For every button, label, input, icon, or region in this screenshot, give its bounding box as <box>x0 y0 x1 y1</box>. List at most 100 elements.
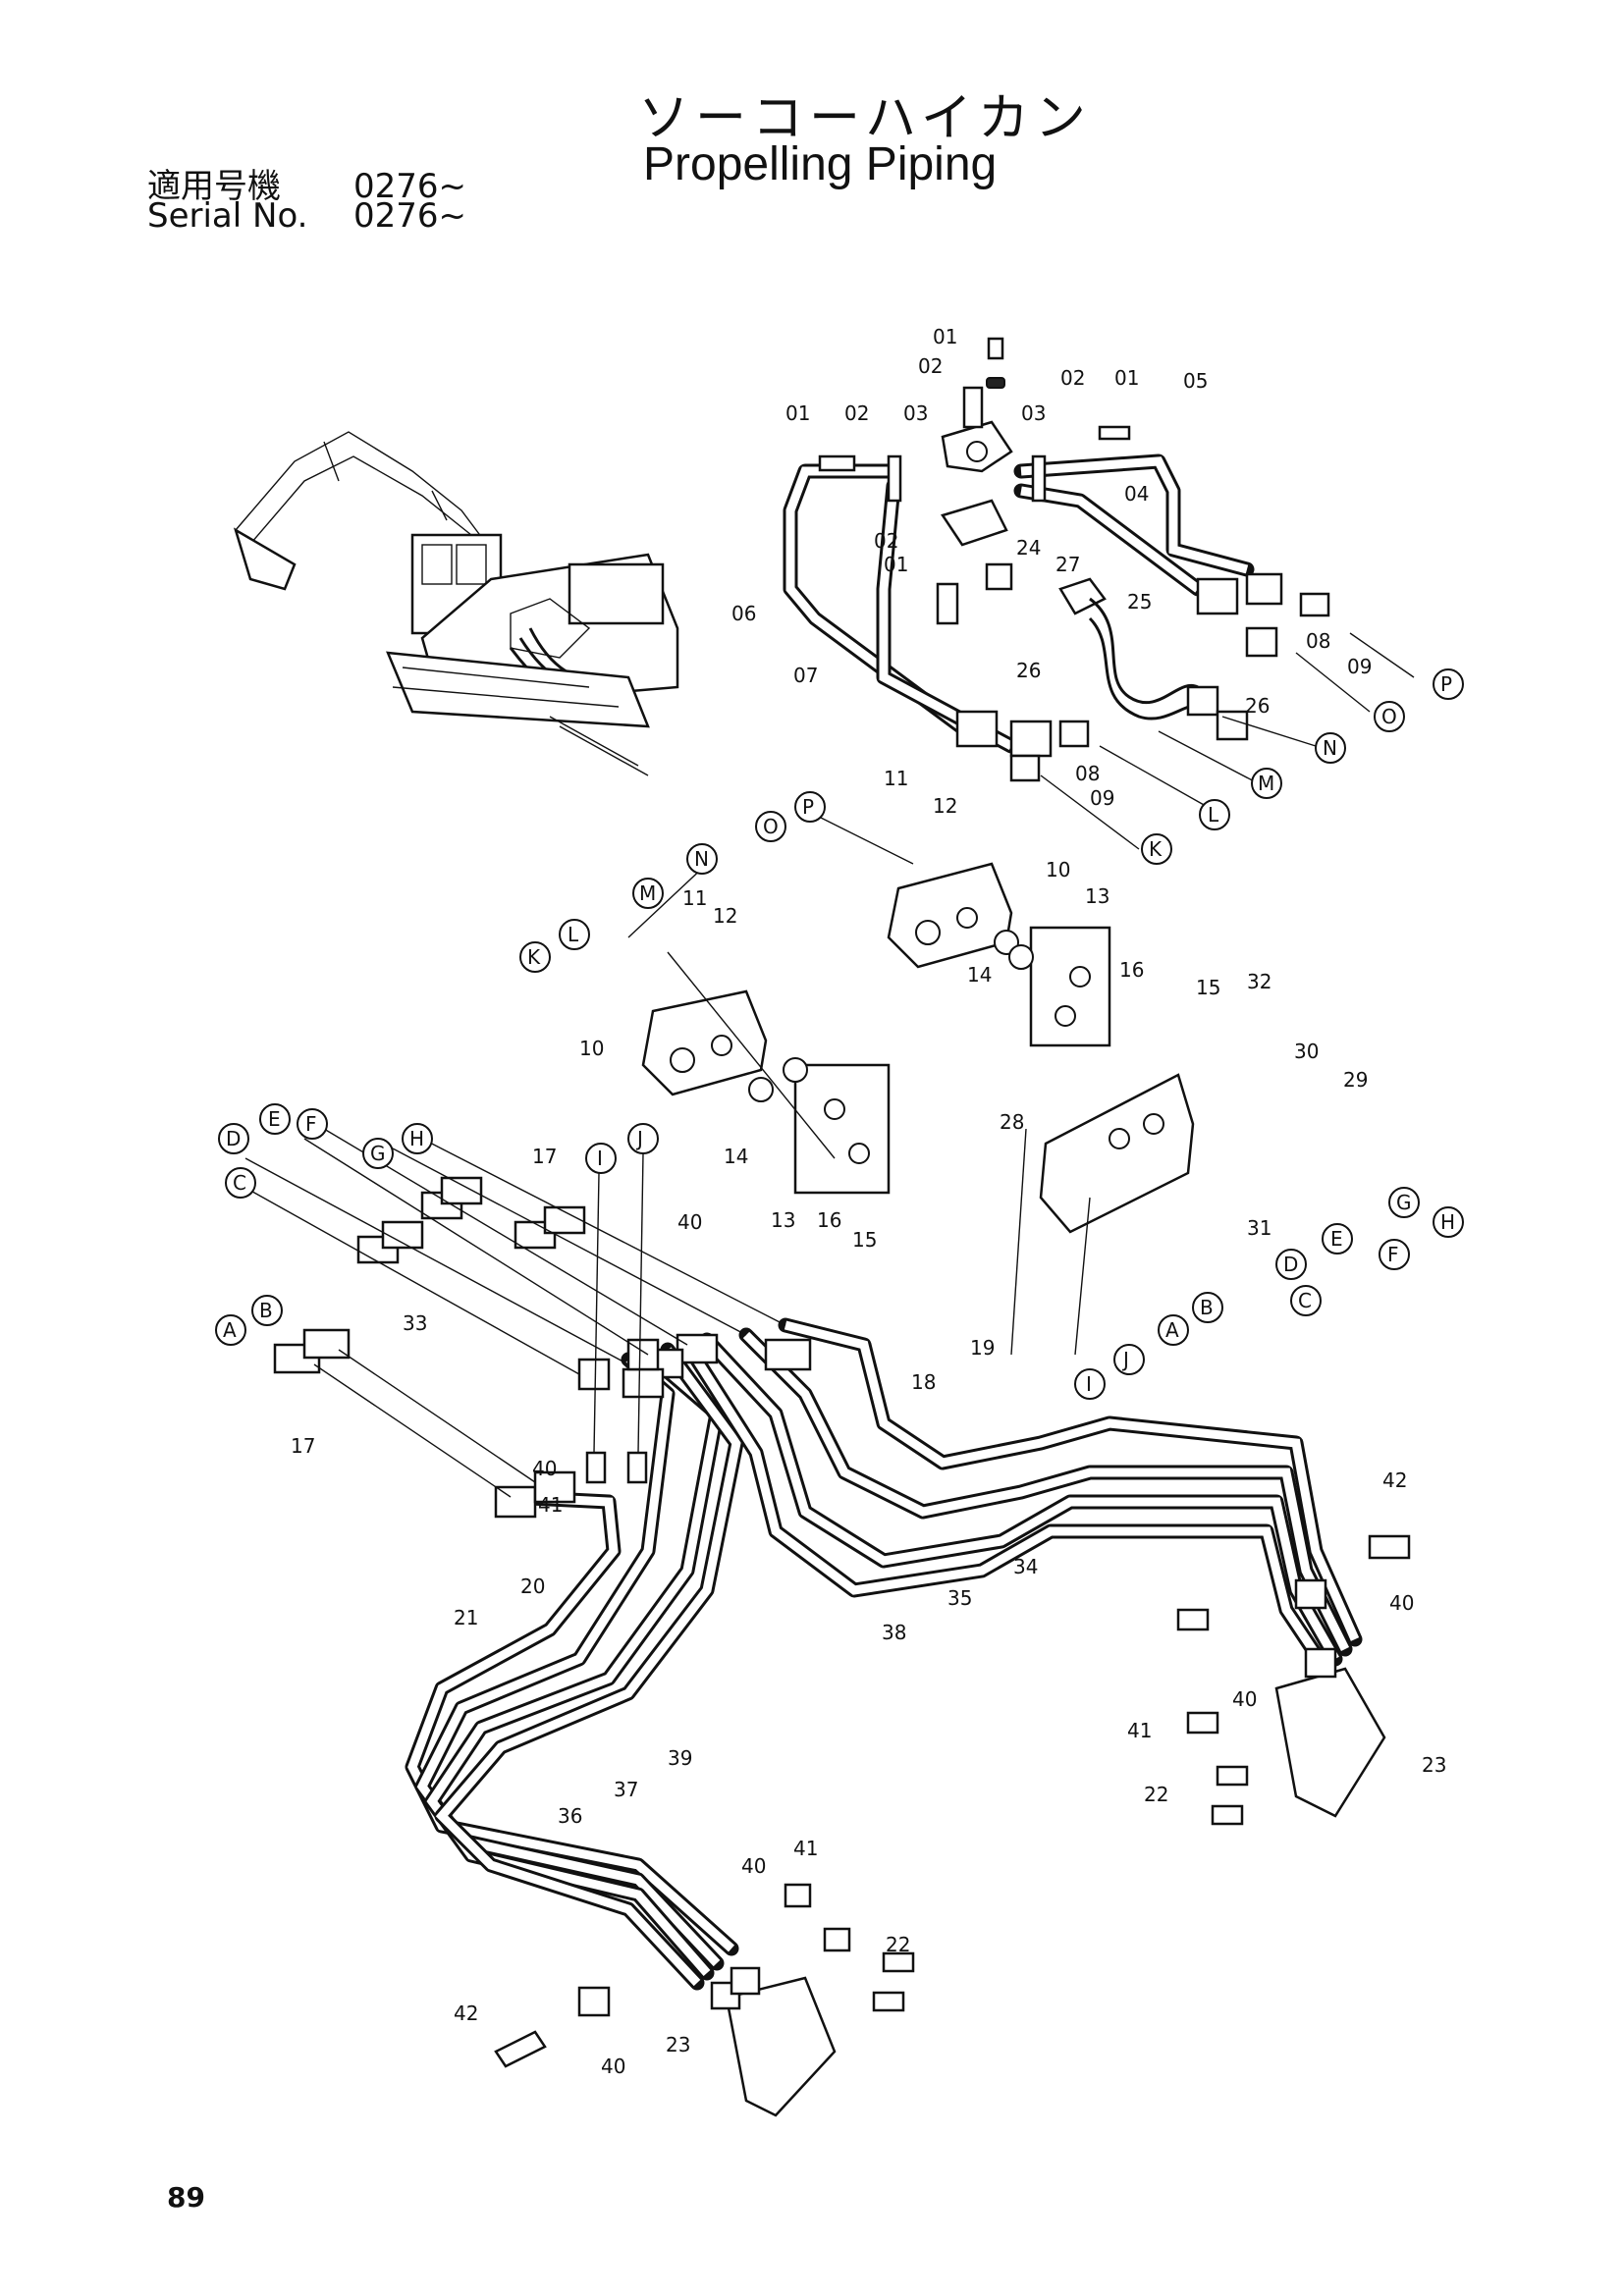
part-label: 40 <box>532 1457 557 1480</box>
connector-K2: K <box>527 945 541 969</box>
part-label: 26 <box>1245 694 1270 718</box>
part-label: 41 <box>1127 1719 1152 1742</box>
connector-P2: P <box>802 795 814 819</box>
connector-G: G <box>1396 1191 1412 1214</box>
part-label: 01 <box>1114 366 1139 390</box>
connector-I2: I <box>597 1147 603 1170</box>
page-number: 89 <box>167 2181 205 2214</box>
part-label: 31 <box>1247 1216 1271 1240</box>
part-label: 05 <box>1183 369 1208 393</box>
part-label: 40 <box>677 1210 702 1234</box>
part-label: 22 <box>886 1933 910 1956</box>
connector-H2: H <box>409 1127 424 1150</box>
part-label: 16 <box>1119 958 1144 982</box>
part-label: 23 <box>666 2033 690 2056</box>
part-label: 27 <box>1055 553 1080 576</box>
part-label: 01 <box>884 553 908 576</box>
serial-jp-value: 0276~ <box>353 167 467 206</box>
part-label: 08 <box>1306 629 1330 653</box>
serial-jp-line: 適用号機 0276~ <box>147 159 466 207</box>
part-label: 22 <box>1144 1783 1168 1806</box>
part-label: 02 <box>1060 366 1085 390</box>
part-label: 42 <box>454 2002 478 2025</box>
connector-A: A <box>1165 1318 1179 1342</box>
connector-M: M <box>1258 772 1274 795</box>
connector-F: F <box>1387 1243 1399 1266</box>
connector-A2: A <box>223 1318 237 1342</box>
part-label: 09 <box>1090 786 1114 810</box>
part-label: 02 <box>874 529 898 553</box>
connector-D2: D <box>226 1127 241 1150</box>
connector-I: I <box>1086 1372 1092 1396</box>
part-label: 13 <box>1085 884 1109 908</box>
part-label: 40 <box>1232 1687 1257 1711</box>
part-label: 10 <box>579 1037 604 1060</box>
connector-M2: M <box>639 881 656 905</box>
serial-en-value: 0276~ <box>353 196 467 236</box>
connector-C2: C <box>233 1171 246 1195</box>
part-label: 03 <box>903 401 928 425</box>
part-label: 25 <box>1127 590 1152 614</box>
part-label: 41 <box>538 1493 563 1517</box>
part-label: 18 <box>911 1370 936 1394</box>
part-label: 10 <box>1046 858 1070 881</box>
part-label: 09 <box>1347 655 1372 678</box>
part-label: 40 <box>741 1854 766 1878</box>
part-number-labels: 01 02 01 02 03 03 02 01 05 04 06 07 02 0… <box>291 325 1446 2078</box>
part-label: 16 <box>817 1208 841 1232</box>
part-label: 40 <box>601 2055 625 2078</box>
connector-J2: J <box>635 1127 643 1150</box>
part-label: 35 <box>947 1586 972 1610</box>
excavator-illustration <box>233 431 679 776</box>
part-label: 02 <box>918 354 943 378</box>
connector-B: B <box>1200 1296 1214 1319</box>
connector-D: D <box>1283 1253 1298 1276</box>
part-label: 06 <box>731 602 756 625</box>
part-label: 12 <box>933 794 957 818</box>
part-label: 11 <box>682 886 707 910</box>
part-label: 30 <box>1294 1040 1319 1063</box>
part-label: 07 <box>793 664 818 687</box>
connector-E2: E <box>268 1107 281 1131</box>
part-label: 15 <box>852 1228 877 1252</box>
part-label: 02 <box>844 401 869 425</box>
part-label: 32 <box>1247 970 1271 993</box>
connector-O: O <box>1381 705 1397 728</box>
connector-C: C <box>1298 1289 1312 1312</box>
connector-labels: P O N M L K P O N M L K H G F E D C B A … <box>215 668 1464 1400</box>
part-label: 20 <box>520 1575 545 1598</box>
part-label: 12 <box>713 904 737 928</box>
part-label: 39 <box>668 1746 692 1770</box>
connector-J: J <box>1121 1348 1129 1371</box>
connector-G2: G <box>370 1142 386 1165</box>
part-label: 11 <box>884 767 908 790</box>
part-label: 03 <box>1021 401 1046 425</box>
part-label: 14 <box>724 1145 748 1168</box>
part-label: 08 <box>1075 762 1100 785</box>
part-label: 26 <box>1016 659 1041 682</box>
part-label: 13 <box>771 1208 795 1232</box>
connector-P: P <box>1440 672 1452 696</box>
serial-jp-label: 適用号機 <box>147 167 281 206</box>
part-label: 01 <box>933 325 957 348</box>
part-label: 01 <box>785 401 810 425</box>
part-label: 28 <box>1000 1110 1024 1134</box>
part-label: 34 <box>1013 1555 1038 1578</box>
part-label: 40 <box>1389 1591 1414 1615</box>
part-label: 04 <box>1124 482 1149 506</box>
valve-blocks <box>627 814 1195 1356</box>
part-label: 14 <box>967 963 992 987</box>
connector-B2: B <box>259 1299 273 1322</box>
title-japanese: ソーコーハイカン <box>638 89 1092 148</box>
part-label: 23 <box>1422 1753 1446 1777</box>
connector-N: N <box>1323 736 1337 760</box>
part-label: 33 <box>403 1311 427 1335</box>
title-english: Propelling Piping <box>643 138 998 190</box>
upper-piping-group <box>783 337 1415 850</box>
part-label: 17 <box>291 1434 315 1458</box>
part-label: 21 <box>454 1606 478 1629</box>
connector-O2: O <box>763 815 779 838</box>
part-label: 38 <box>882 1621 906 1644</box>
part-label: 41 <box>793 1837 818 1860</box>
